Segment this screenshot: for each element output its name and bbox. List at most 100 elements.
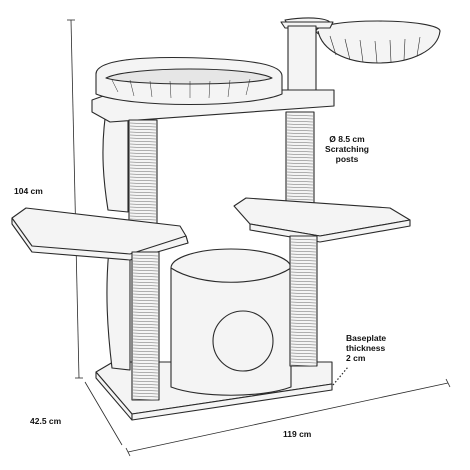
rope-wrap xyxy=(290,310,317,313)
rope-wrap xyxy=(132,269,159,272)
scratching-post-left-lower xyxy=(131,251,160,401)
rope-wrap xyxy=(132,368,159,371)
rope-wrap xyxy=(129,125,157,128)
base-caption-line-1: Baseplate xyxy=(346,333,387,343)
left-platform xyxy=(11,207,189,261)
rope-wrap xyxy=(132,284,159,287)
rope-wrap xyxy=(290,361,317,364)
rope-wrap xyxy=(286,153,314,156)
rope-wrap xyxy=(129,212,157,215)
rope-wrap xyxy=(132,254,159,257)
post-caption-line-1: Scratching xyxy=(325,144,369,154)
rope-wrap xyxy=(286,171,314,174)
rope-wrap xyxy=(132,326,159,329)
base-caption-line-2: thickness xyxy=(346,343,386,353)
rope-wrap xyxy=(290,280,317,283)
rope-wrap xyxy=(290,256,317,259)
rope-wrap xyxy=(290,358,317,361)
rope-wrap xyxy=(129,155,157,158)
rope-wrap xyxy=(290,325,317,328)
rope-wrap xyxy=(286,192,314,195)
rope-wrap xyxy=(129,152,157,155)
rope-wrap xyxy=(129,182,157,185)
rope-wrap xyxy=(286,126,314,129)
rope-wrap xyxy=(132,371,159,374)
rope-wrap xyxy=(129,134,157,137)
rope-wrap xyxy=(132,365,159,368)
rope-wrap xyxy=(290,259,317,262)
rope-wrap xyxy=(132,383,159,386)
rope-wrap xyxy=(286,162,314,165)
post-caption-line-2: posts xyxy=(335,154,359,164)
width-label: 119 cm xyxy=(283,429,312,439)
rope-wrap xyxy=(132,353,159,356)
rope-wrap xyxy=(286,144,314,147)
rope-wrap xyxy=(132,335,159,338)
rope-wrap xyxy=(132,362,159,365)
rope-wrap xyxy=(286,156,314,159)
rope-wrap xyxy=(132,290,159,293)
rope-wrap xyxy=(132,293,159,296)
rope-wrap xyxy=(290,343,317,346)
rope-wrap xyxy=(129,194,157,197)
rope-wrap xyxy=(290,346,317,349)
rope-wrap xyxy=(129,203,157,206)
rope-wrap xyxy=(286,138,314,141)
height-dimension-line xyxy=(67,19,83,379)
rope-wrap xyxy=(132,263,159,266)
rope-wrap xyxy=(132,332,159,335)
rope-wrap xyxy=(132,317,159,320)
rope-wrap xyxy=(129,185,157,188)
rope-wrap xyxy=(286,135,314,138)
back-panel xyxy=(102,111,131,371)
rope-wrap xyxy=(286,114,314,117)
rope-wrap xyxy=(129,122,157,125)
rope-wrap xyxy=(132,389,159,392)
rope-wrap xyxy=(290,307,317,310)
rope-wrap xyxy=(286,195,314,198)
rope-wrap xyxy=(129,197,157,200)
rope-wrap xyxy=(290,349,317,352)
rope-wrap xyxy=(290,316,317,319)
rope-wrap xyxy=(290,241,317,244)
rope-wrap xyxy=(290,334,317,337)
rope-wrap xyxy=(129,149,157,152)
rope-wrap xyxy=(129,158,157,161)
scratching-posts-label: Ø 8.5 cm Scratching posts xyxy=(322,134,372,164)
rope-wrap xyxy=(132,344,159,347)
rope-wrap xyxy=(286,198,314,201)
rope-wrap xyxy=(132,341,159,344)
baseplate-label: Baseplate thickness 2 cm xyxy=(346,333,406,363)
rope-wrap xyxy=(132,278,159,281)
rope-wrap xyxy=(129,206,157,209)
rope-wrap xyxy=(129,161,157,164)
rope-wrap xyxy=(132,374,159,377)
rope-wrap xyxy=(290,247,317,250)
rope-wrap xyxy=(286,117,314,120)
rope-wrap xyxy=(290,265,317,268)
scratching-post-right-upper xyxy=(285,111,315,207)
rope-wrap xyxy=(286,177,314,180)
rope-wrap xyxy=(132,350,159,353)
rope-wrap xyxy=(286,132,314,135)
rope-wrap xyxy=(290,253,317,256)
rope-wrap xyxy=(129,140,157,143)
rope-wrap xyxy=(290,352,317,355)
rope-wrap xyxy=(129,209,157,212)
post-diameter: Ø 8.5 cm xyxy=(329,134,365,144)
rope-wrap xyxy=(132,287,159,290)
rope-wrap xyxy=(132,392,159,395)
rope-wrap xyxy=(132,305,159,308)
width-dimension-line xyxy=(125,378,451,457)
rope-wrap xyxy=(132,356,159,359)
rope-wrap xyxy=(290,364,317,367)
rope-wrap xyxy=(132,275,159,278)
rope-wrap xyxy=(290,331,317,334)
rope-wrap xyxy=(132,377,159,380)
depth-label: 42.5 cm xyxy=(30,416,62,426)
rope-wrap xyxy=(286,174,314,177)
rope-wrap xyxy=(286,129,314,132)
rope-wrap xyxy=(286,186,314,189)
rope-wrap xyxy=(286,180,314,183)
rope-wrap xyxy=(290,286,317,289)
